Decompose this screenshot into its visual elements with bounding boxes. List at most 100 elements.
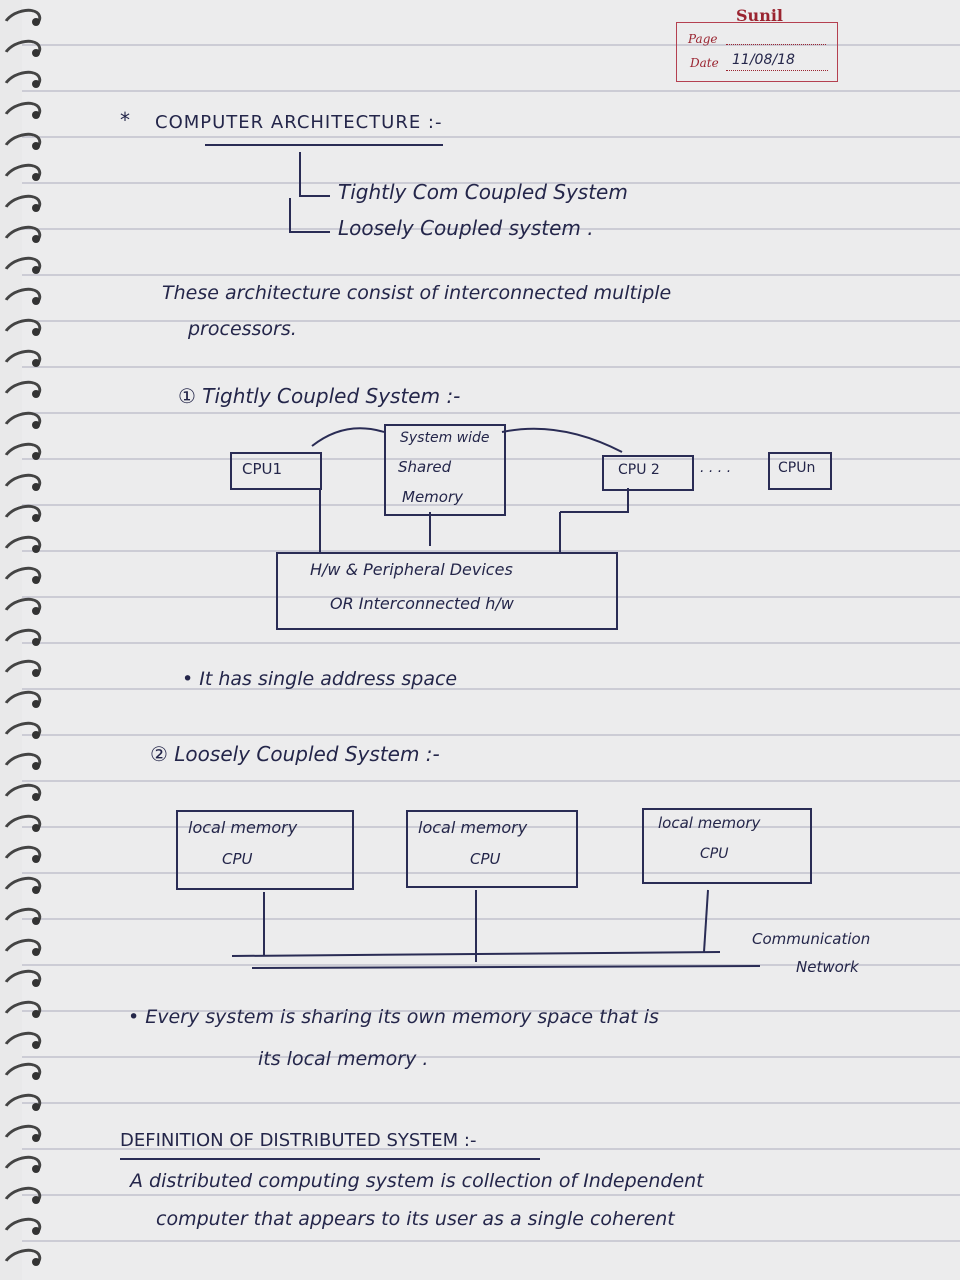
shared-memory-line-2: Shared [398,458,452,476]
section-1-note: • It has single address space [182,668,458,690]
binding-hole [32,1072,40,1080]
title-bullet: * [120,108,130,132]
date-value: 11/08/18 [732,52,795,68]
node-2-memory: local memory [418,818,528,837]
cpu1-label: CPU1 [242,460,283,478]
definition-line-2: computer that appears to its user as a s… [156,1208,675,1230]
device-line-2: OR Interconnected h/w [330,594,514,613]
binding-hole [32,545,40,553]
cpun-box: CPUn [768,452,832,490]
definition-underline [120,1158,540,1160]
cpu1-box: CPU1 [230,452,322,490]
binding-hole [32,1103,40,1111]
type-loosely: Loosely Coupled system . [338,216,594,240]
network-bus-lower [251,965,761,969]
binding-hole [32,173,40,181]
binding-hole [32,421,40,429]
page-date-stamp [676,22,838,82]
binding-hole [32,483,40,491]
binding-hole [32,1165,40,1173]
binding-hole [32,886,40,894]
node-3-memory: local memory [658,814,761,832]
notebook-page [22,0,960,1280]
binding-hole [32,1227,40,1235]
intro-line-1: These architecture consist of interconne… [162,282,672,304]
spiral-binding [0,0,45,1280]
arrow-tightly [299,152,330,197]
binding-hole [32,111,40,119]
binding-hole [32,266,40,274]
binding-hole [32,638,40,646]
binding-hole [32,669,40,677]
link-cpu2 [560,488,629,513]
arrow-loosely [289,198,330,233]
network-bus-upper [231,951,721,957]
binding-hole [32,762,40,770]
binding-hole [32,18,40,26]
binding-hole [32,700,40,708]
binding-hole [32,452,40,460]
arc-memory-cpu2 [501,427,623,453]
network-label-1: Communication [752,930,871,948]
binding-hole [32,390,40,398]
binding-hole [32,979,40,987]
section-2-heading: ② Loosely Coupled System :- [150,742,440,766]
binding-hole [32,1010,40,1018]
binding-hole [32,359,40,367]
node-3-box: local memory CPU [642,808,812,884]
cpu2-box: CPU 2 [602,455,694,491]
node-1-box: local memory CPU [176,810,354,890]
brand-logo: Sunil [736,6,783,25]
binding-hole [32,80,40,88]
binding-hole [32,917,40,925]
binding-hole [32,514,40,522]
shared-memory-line-1: System wide [400,430,490,446]
binding-hole [32,576,40,584]
binding-hole [32,1134,40,1142]
definition-line-1: A distributed computing system is collec… [130,1170,704,1192]
device-line-1: H/w & Peripheral Devices [310,560,513,579]
title-underline [205,144,443,146]
shared-memory-box: System wide Shared Memory [384,424,506,516]
page-title: COMPUTER ARCHITECTURE :- [155,112,443,133]
section-2-note-line-1: • Every system is sharing its own memory… [128,1006,659,1028]
definition-heading: DEFINITION OF DISTRIBUTED SYSTEM :- [120,1130,477,1151]
cpun-label: CPUn [778,460,816,476]
binding-hole [32,731,40,739]
network-label-2: Network [796,958,859,976]
page-label: Page [688,32,718,46]
section-2-note-line-2: its local memory . [258,1048,429,1070]
binding-hole [32,235,40,243]
section-1-heading: ① Tightly Coupled System :- [178,384,461,408]
cpu2-label: CPU 2 [618,462,660,478]
date-dotted-line [726,70,828,71]
binding-hole [32,49,40,57]
node-2-box: local memory CPU [406,810,578,888]
binding-hole [32,204,40,212]
shared-memory-line-3: Memory [402,488,464,506]
node-3-cpu: CPU [700,846,729,862]
binding-hole [32,142,40,150]
page-dotted-line [726,44,826,45]
cpu-ellipsis: . . . . [700,460,732,476]
binding-hole [32,793,40,801]
binding-hole [32,1258,40,1266]
binding-hole [32,607,40,615]
binding-hole [32,948,40,956]
arc-cpu1-memory [311,427,385,447]
link-node-3 [703,889,709,953]
node-2-cpu: CPU [470,850,501,868]
binding-hole [32,328,40,336]
binding-hole [32,824,40,832]
binding-hole [32,1041,40,1049]
node-1-memory: local memory [188,818,298,837]
node-1-cpu: CPU [222,850,253,868]
intro-line-2: processors. [188,318,297,340]
binding-hole [32,297,40,305]
device-box: H/w & Peripheral Devices OR Interconnect… [276,552,618,630]
binding-hole [32,1196,40,1204]
binding-hole [32,855,40,863]
type-tightly: Tightly Com Coupled System [338,180,628,204]
date-label: Date [690,56,719,70]
